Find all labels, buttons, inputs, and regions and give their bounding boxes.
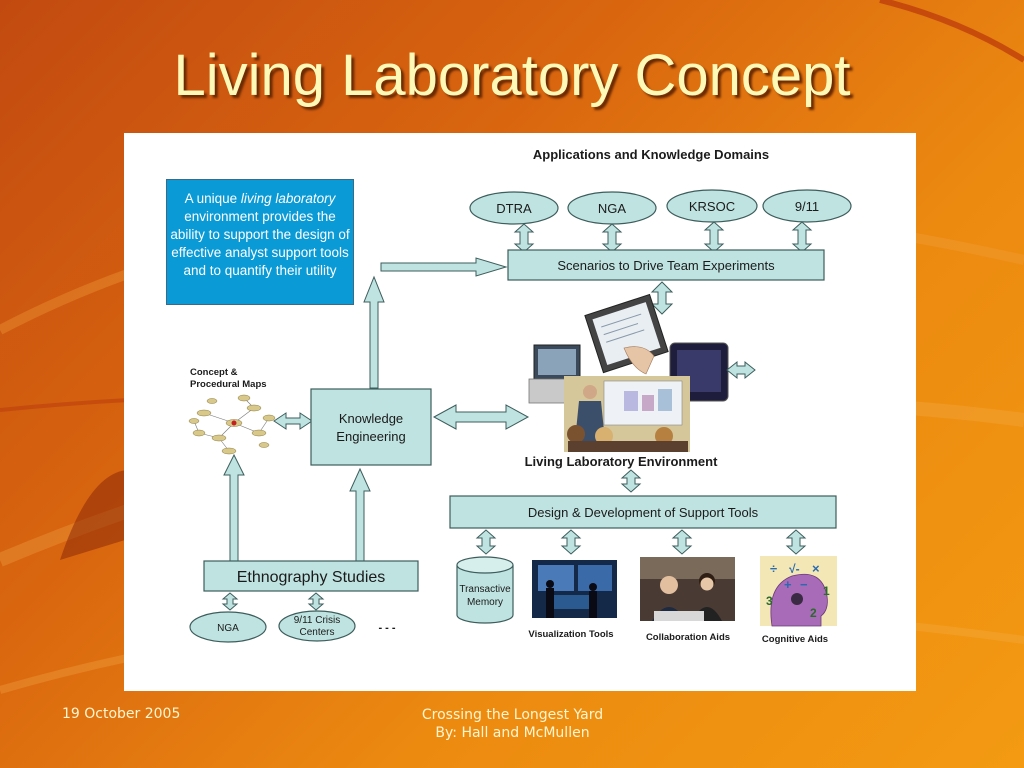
domain-nga: NGA: [567, 191, 657, 225]
ke-up-arrow: [363, 275, 385, 389]
living-lab-photo: [528, 293, 729, 452]
ethno-911-label-1: 9/11 Crisis: [294, 615, 341, 626]
info-italic: living laboratory: [240, 191, 336, 206]
design-dev-label: Design & Development of Support Tools: [528, 505, 759, 520]
footer-line-2: By: Hall and McMullen: [435, 725, 590, 741]
knowledge-label-1: Knowledge: [339, 411, 403, 426]
svg-text:−: −: [800, 577, 808, 592]
domain-arrows: [513, 221, 813, 253]
concept-maps-label-1: Concept &: [190, 367, 238, 378]
knowledge-label-2: Engineering: [336, 429, 405, 444]
domain-nga-label: NGA: [598, 201, 627, 216]
transactive-memory-cylinder: Transactive Memory: [456, 556, 514, 624]
transactive-label-1: Transactive: [459, 584, 511, 595]
ke-lab-arrow: [432, 404, 530, 430]
lab-right-arrow: [726, 360, 756, 380]
svg-text:÷: ÷: [770, 561, 777, 576]
concept-map-icon: [188, 394, 276, 455]
domain-911-label: 9/11: [795, 199, 819, 214]
ethnography-box: Ethnography Studies: [203, 560, 419, 592]
transactive-label-2: Memory: [467, 597, 503, 608]
domain-911: 9/11: [762, 189, 852, 223]
svg-text:×: ×: [812, 561, 820, 576]
svg-text:3: 3: [766, 594, 773, 608]
ethno-up-arrow-left: [223, 453, 245, 562]
info-to-scenarios-arrow: [380, 257, 508, 277]
svg-text:√-: √-: [789, 562, 800, 576]
footer-date: 19 October 2005: [62, 706, 181, 722]
slide-title: Living Laboratory Concept: [173, 43, 851, 108]
ethnography-label: Ethnography Studies: [237, 569, 386, 586]
domain-krsoc-label: KRSOC: [689, 199, 735, 214]
knowledge-engineering-box: Knowledge Engineering: [310, 388, 432, 466]
scenarios-box: Scenarios to Drive Team Experiments: [507, 249, 825, 281]
collaboration-aids-photo: [640, 557, 735, 621]
ethno-nga-label: NGA: [217, 623, 239, 634]
design-development-box: Design & Development of Support Tools: [449, 495, 837, 529]
living-lab-label: Living Laboratory Environment: [525, 454, 719, 469]
ethno-ellipsis: - - -: [378, 622, 395, 634]
domains-heading: Applications and Knowledge Domains: [533, 147, 769, 162]
maps-ke-arrow: [273, 412, 313, 430]
ethno-nga: NGA: [189, 611, 267, 643]
info-prefix: A unique: [184, 191, 241, 206]
ethno-911-label-2: Centers: [299, 627, 334, 638]
ethno-up-arrow-right: [349, 467, 371, 562]
visualization-tools-photo: [532, 560, 617, 618]
collaboration-aids-label: Collaboration Aids: [646, 632, 730, 643]
svg-text:2: 2: [810, 606, 817, 620]
svg-text:+: +: [784, 577, 792, 592]
scenarios-label: Scenarios to Drive Team Experiments: [557, 258, 775, 273]
info-suffix: environment provides the ability to supp…: [170, 209, 350, 278]
ethno-911: 9/11 Crisis Centers: [278, 610, 356, 642]
lab-design-arrow: [620, 469, 642, 493]
footer-line-1: Crossing the Longest Yard: [421, 707, 604, 723]
domain-krsoc: KRSOC: [666, 189, 758, 223]
cognitive-aids-illustration: ÷ √- × + − 3 1 2: [760, 556, 837, 627]
diagram-panel: Applications and Knowledge Domains DTRA …: [124, 133, 916, 691]
info-box: A unique living laboratory environment p…: [166, 179, 354, 305]
concept-maps-label-2: Procedural Maps: [190, 379, 267, 390]
ethno-arrows: [221, 592, 325, 611]
visualization-tools-label: Visualization Tools: [528, 629, 613, 640]
footer-credit: Crossing the Longest Yard By: Hall and M…: [380, 706, 645, 742]
tool-arrows: [475, 529, 807, 555]
scenarios-lab-arrow: [650, 281, 674, 315]
svg-text:1: 1: [823, 584, 830, 598]
domain-dtra: DTRA: [469, 191, 559, 225]
cognitive-aids-label: Cognitive Aids: [762, 634, 828, 645]
concept-diagram: Applications and Knowledge Domains DTRA …: [188, 147, 852, 645]
domain-dtra-label: DTRA: [496, 201, 532, 216]
